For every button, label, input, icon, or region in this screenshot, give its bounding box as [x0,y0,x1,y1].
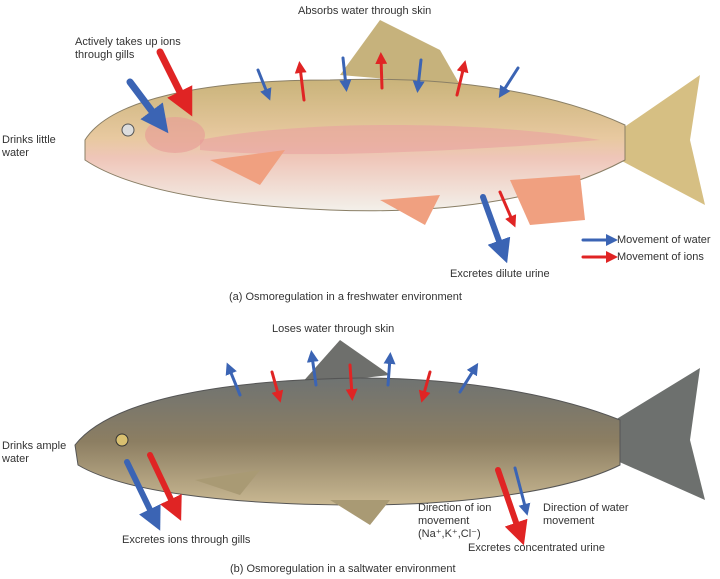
ion-arrow [156,48,193,117]
water-arrow [225,362,242,397]
loses-water-label: Loses water through skin [272,323,395,335]
ion-arrow [270,370,284,403]
water-arrow [339,56,352,92]
water-arrow [126,78,169,134]
ion-arrow [418,370,432,403]
water-arrow [256,68,272,101]
saltwater-salmon [74,340,705,525]
ion-arrow [294,61,307,102]
water-arrow [480,194,511,264]
ion-arrow [375,52,388,90]
ion-direction-label: Direction of ion movement (Na⁺,K⁺,Cl⁻) [418,502,492,540]
water-direction-label: Direction of water movement [543,502,629,527]
drinks-ample-label: Drinks ample water [2,440,67,465]
concentrated-urine-label: Excretes concentrated urine [468,542,605,554]
ion-arrow [455,60,469,97]
water-arrow [513,466,531,516]
water-arrow [124,459,161,531]
ion-arrow [495,467,528,546]
dilute-urine-label: Excretes dilute urine [450,268,550,280]
legend-ions-label: Movement of ions [617,251,704,263]
ions-gills-label: Actively takes up ions through gills [75,36,181,61]
ion-arrow [147,452,182,521]
ions-gills-excrete-label: Excretes ions through gills [122,534,251,546]
drinks-little-label: Drinks little water [2,134,56,159]
arrows [124,48,618,546]
water-arrow [412,58,425,93]
water-arrow [306,350,319,387]
freshwater-trout [84,20,705,225]
water-arrow [383,352,396,387]
absorbs-water-label: Absorbs water through skin [298,5,432,17]
water-arrow [458,362,479,394]
water-arrow [498,66,520,99]
ion-arrow [345,363,358,401]
caption-a: (a) Osmoregulation in a freshwater envir… [229,291,462,303]
legend-water-label: Movement of water [617,234,711,246]
ion-arrow [498,190,517,228]
caption-b: (b) Osmoregulation in a saltwater enviro… [230,563,456,575]
